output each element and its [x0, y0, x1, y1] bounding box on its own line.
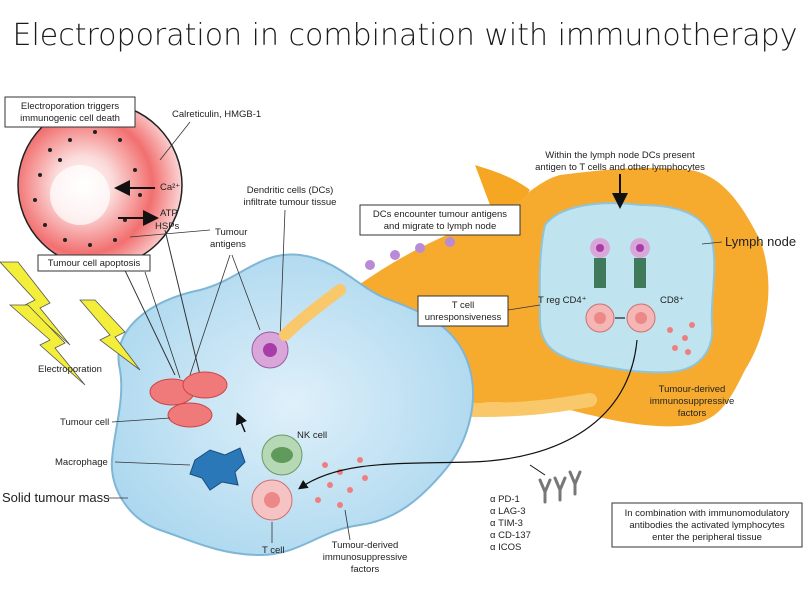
tumour-cell-label: Tumour cell — [60, 417, 109, 428]
lymph-node-pointer — [701, 241, 723, 245]
tdif-right-line3: factors — [678, 408, 707, 419]
apoptosis-box — [37, 254, 151, 272]
dc-label-line2: infiltrate tumour tissue — [244, 197, 337, 208]
electroporation-label: Electroporation — [38, 364, 102, 375]
atp-label: ATP — [160, 208, 178, 219]
combo-box — [611, 502, 803, 548]
dc-pointer — [279, 209, 286, 341]
treg-cell — [585, 303, 615, 333]
nk-cell — [261, 434, 303, 476]
macrophage — [189, 447, 246, 491]
dc-encounter-line2: and migrate to lymph node — [384, 221, 496, 232]
lightning-bolts — [0, 261, 141, 386]
dc-encounter-line1: DCs encounter tumour antigens — [373, 209, 507, 220]
dendritic-cell — [251, 331, 289, 369]
lymph-node-interior — [538, 202, 716, 374]
tumour-arrow — [235, 412, 247, 433]
zoom-line-left — [119, 259, 176, 376]
zoom-line-right — [164, 229, 201, 376]
return-arrow — [298, 339, 638, 490]
apoptosis-pointer — [144, 271, 181, 379]
zoom-circle — [17, 102, 183, 268]
cd8-cell — [626, 303, 656, 333]
tdif-bottom-line1: Tumour-derived — [332, 540, 399, 551]
icd-box — [4, 96, 136, 128]
lymph-present-line2: antigen to T cells and other lymphocytes — [535, 162, 705, 173]
tcell-unresp-pointer — [507, 304, 541, 311]
icd-box-line1: Electroporation triggers — [21, 101, 119, 112]
tdif-right-line1: Tumour-derived — [659, 384, 726, 395]
antigen-pointer-2 — [189, 254, 231, 376]
antigen-pointer-3 — [231, 254, 261, 331]
lymph-present-line1: Within the lymph node DCs present — [545, 150, 695, 161]
tdif-bottom-line2: immunosuppressive — [323, 552, 407, 563]
dc-label-line1: Dendritic cells (DCs) — [247, 185, 334, 196]
tumour-antigens-line2: antigens — [210, 239, 246, 250]
antibody-3: α TIM-3 — [490, 518, 523, 529]
icd-box-line2: immunogenic cell death — [20, 113, 120, 124]
solid-tumour-label: Solid tumour mass — [2, 490, 110, 505]
combo-line3: enter the peripheral tissue — [652, 532, 762, 543]
dc-branch — [279, 284, 346, 341]
lymph-node-label: Lymph node — [725, 234, 796, 249]
antibody-2: α LAG-3 — [490, 506, 526, 517]
migrating-dcs — [365, 237, 455, 270]
antibody-4: α CD-137 — [490, 530, 531, 541]
antibody-1: α PD-1 — [490, 494, 520, 505]
tdif-bottom-line3: factors — [351, 564, 380, 575]
antigen-pointer — [129, 229, 211, 238]
combo-line2: antibodies the activated lymphocytes — [629, 520, 785, 531]
antibody-5: α ICOS — [490, 542, 521, 553]
tumour-cell-pointer — [111, 417, 171, 423]
tcell-unresp-box — [417, 295, 509, 327]
antibody-icons — [538, 470, 582, 504]
combo-line1: In combination with immunomodulatory — [625, 508, 790, 519]
calreticulin-pointer — [159, 121, 191, 161]
solid-tumour-mass — [110, 253, 474, 557]
antibody-line — [529, 464, 546, 476]
t-cell-label: T cell — [262, 545, 285, 556]
lymph-dc-left — [590, 238, 610, 288]
tcell-unresp-line1: T cell — [452, 300, 475, 311]
t-cell — [251, 479, 293, 521]
tcell-unresp-line2: unresponsiveness — [425, 312, 502, 323]
tdif-right-line2: immunosuppressive — [650, 396, 734, 407]
tdif-bottom-pointer — [344, 509, 351, 541]
page-title: Electroporation in combination with immu… — [13, 18, 798, 53]
lymph-factor-dots — [667, 322, 695, 355]
tumour-antigens-line1: Tumour — [215, 227, 247, 238]
dc-encounter-box — [359, 204, 521, 236]
macrophage-label: Macrophage — [55, 457, 108, 468]
cd8-label: CD8⁺ — [660, 295, 684, 306]
treg-label: T reg CD4⁺ — [538, 295, 587, 306]
tumour-cell-group — [149, 371, 228, 428]
apoptosis-label: Tumour cell apoptosis — [48, 258, 141, 269]
calreticulin-label: Calreticulin, HMGB-1 — [172, 109, 261, 120]
lymph-dc-right — [630, 238, 650, 288]
hsps-label: HSPs — [155, 221, 180, 232]
macrophage-pointer — [114, 461, 191, 466]
nk-cell-label: NK cell — [297, 430, 327, 441]
ca-label: Ca²⁺ — [160, 182, 180, 193]
